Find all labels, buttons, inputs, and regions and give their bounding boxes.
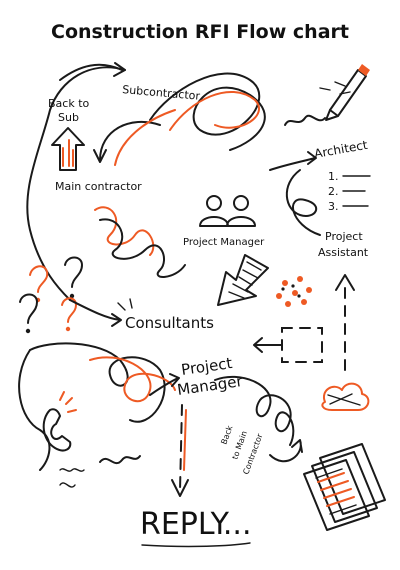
dashed-arrow-down <box>179 404 183 491</box>
document-stack-icon <box>303 443 386 531</box>
chart-title: Construction RFI Flow chart <box>51 21 349 43</box>
question-marks-icon <box>19 256 83 334</box>
flow-left-down <box>18 349 51 471</box>
squiggle-tiny <box>59 482 76 488</box>
back-to-sub-arrow-icon <box>51 127 85 171</box>
arrow-to-consultants <box>69 299 122 327</box>
arrow-to-subcontractor <box>59 62 126 81</box>
list-number-3: 3. <box>328 200 339 213</box>
label-project-assistant-1: Project <box>325 230 363 243</box>
spring-orange <box>94 206 155 256</box>
label-main-contractor: Main contractor <box>55 180 142 193</box>
arrow-back-to-main <box>269 439 303 463</box>
consultants-swirl-orange <box>89 356 176 403</box>
dots-cluster <box>276 276 312 307</box>
people-icon <box>199 195 256 227</box>
subcontractor-swirl-orange <box>169 90 260 131</box>
list-number-1: 1. <box>328 170 339 183</box>
label-consultants: Consultants <box>125 314 214 332</box>
label-back-to-sub-2: Sub <box>58 111 79 124</box>
label-back-to-sub-1: Back to <box>48 97 90 110</box>
arrow-to-main-contractor <box>93 120 161 163</box>
consultants-sparks <box>117 298 133 311</box>
phone-icon <box>42 391 85 472</box>
subcontractor-swirl <box>149 72 266 151</box>
dashed-arrow-orange <box>183 409 187 471</box>
consultants-swirl <box>29 342 166 423</box>
spring-right <box>214 375 295 446</box>
arrow-to-architect <box>269 151 317 171</box>
label-back-to-main-1: Back <box>219 424 234 446</box>
label-architect: Architect <box>313 138 369 161</box>
arrow-left-to-pm <box>253 337 283 353</box>
squiggle-arch <box>284 114 326 126</box>
dashed-arrow-down-head <box>171 479 189 497</box>
label-project-assistant-2: Assistant <box>318 246 369 259</box>
label-project-manager-top: Project Manager <box>183 237 265 248</box>
dashed-arrow-up-head <box>335 274 355 291</box>
dashed-box <box>281 327 323 363</box>
cloud-icon <box>321 382 370 411</box>
arrow-to-pm-big <box>149 373 180 396</box>
architect-loop <box>285 169 321 236</box>
orange-arrow-down <box>114 109 176 166</box>
back-to-sub-arrow-fill <box>62 139 74 167</box>
label-back-to-main-2: to Main <box>230 430 249 461</box>
reply-underline <box>141 542 251 548</box>
squiggle-small <box>99 455 141 465</box>
label-reply: REPLY... <box>140 507 251 542</box>
spring-black <box>99 218 186 278</box>
list-number-2: 2. <box>328 185 339 198</box>
pencil-icon <box>319 64 370 121</box>
list-icon: 1. 2. 3. <box>328 170 371 213</box>
big-down-arrow-icon <box>217 254 269 306</box>
